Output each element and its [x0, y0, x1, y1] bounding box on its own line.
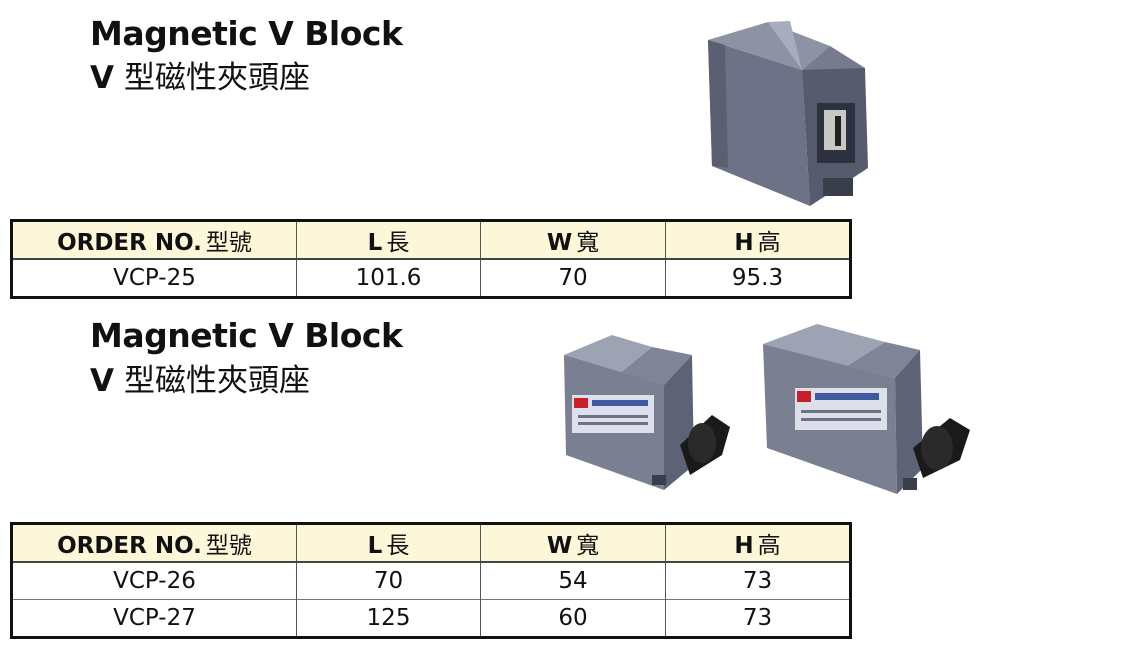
section1-subtitle-v: V: [90, 60, 114, 96]
cell-length: 70: [296, 562, 481, 600]
section1-title: Magnetic V Block: [90, 14, 403, 53]
section2-title: Magnetic V Block: [90, 316, 403, 355]
cell-order-no: VCP-26: [11, 562, 297, 600]
cell-order-no: VCP-27: [11, 599, 297, 638]
header-order-no: ORDER NO.型號: [11, 220, 297, 260]
table-row: VCP-27 125 60 73: [11, 599, 851, 638]
cell-width: 60: [480, 599, 666, 638]
cell-height: 73: [665, 599, 851, 638]
cell-width: 70: [480, 259, 666, 298]
section2-subtitle-v: V: [90, 363, 114, 399]
section1-subtitle-zh: 型磁性夾頭座: [124, 60, 310, 96]
product-photo-vcp25: [708, 21, 868, 206]
cell-length: 125: [296, 599, 481, 638]
header-order-no: ORDER NO.型號: [11, 523, 297, 563]
section2-subtitle-zh: 型磁性夾頭座: [124, 363, 310, 399]
section1-subtitle: V 型磁性夾頭座: [90, 61, 310, 95]
cell-height: 95.3: [665, 259, 851, 298]
cell-length: 101.6: [296, 259, 481, 298]
table-row: VCP-25 101.6 70 95.3: [11, 259, 851, 298]
section2-subtitle: V 型磁性夾頭座: [90, 364, 310, 398]
cell-order-no: VCP-25: [11, 259, 297, 298]
product-photo-vcp27: [763, 324, 970, 494]
table-row: VCP-26 70 54 73: [11, 562, 851, 600]
product-photo-vcp26: [564, 335, 730, 490]
cell-width: 54: [480, 562, 666, 600]
cell-height: 73: [665, 562, 851, 600]
